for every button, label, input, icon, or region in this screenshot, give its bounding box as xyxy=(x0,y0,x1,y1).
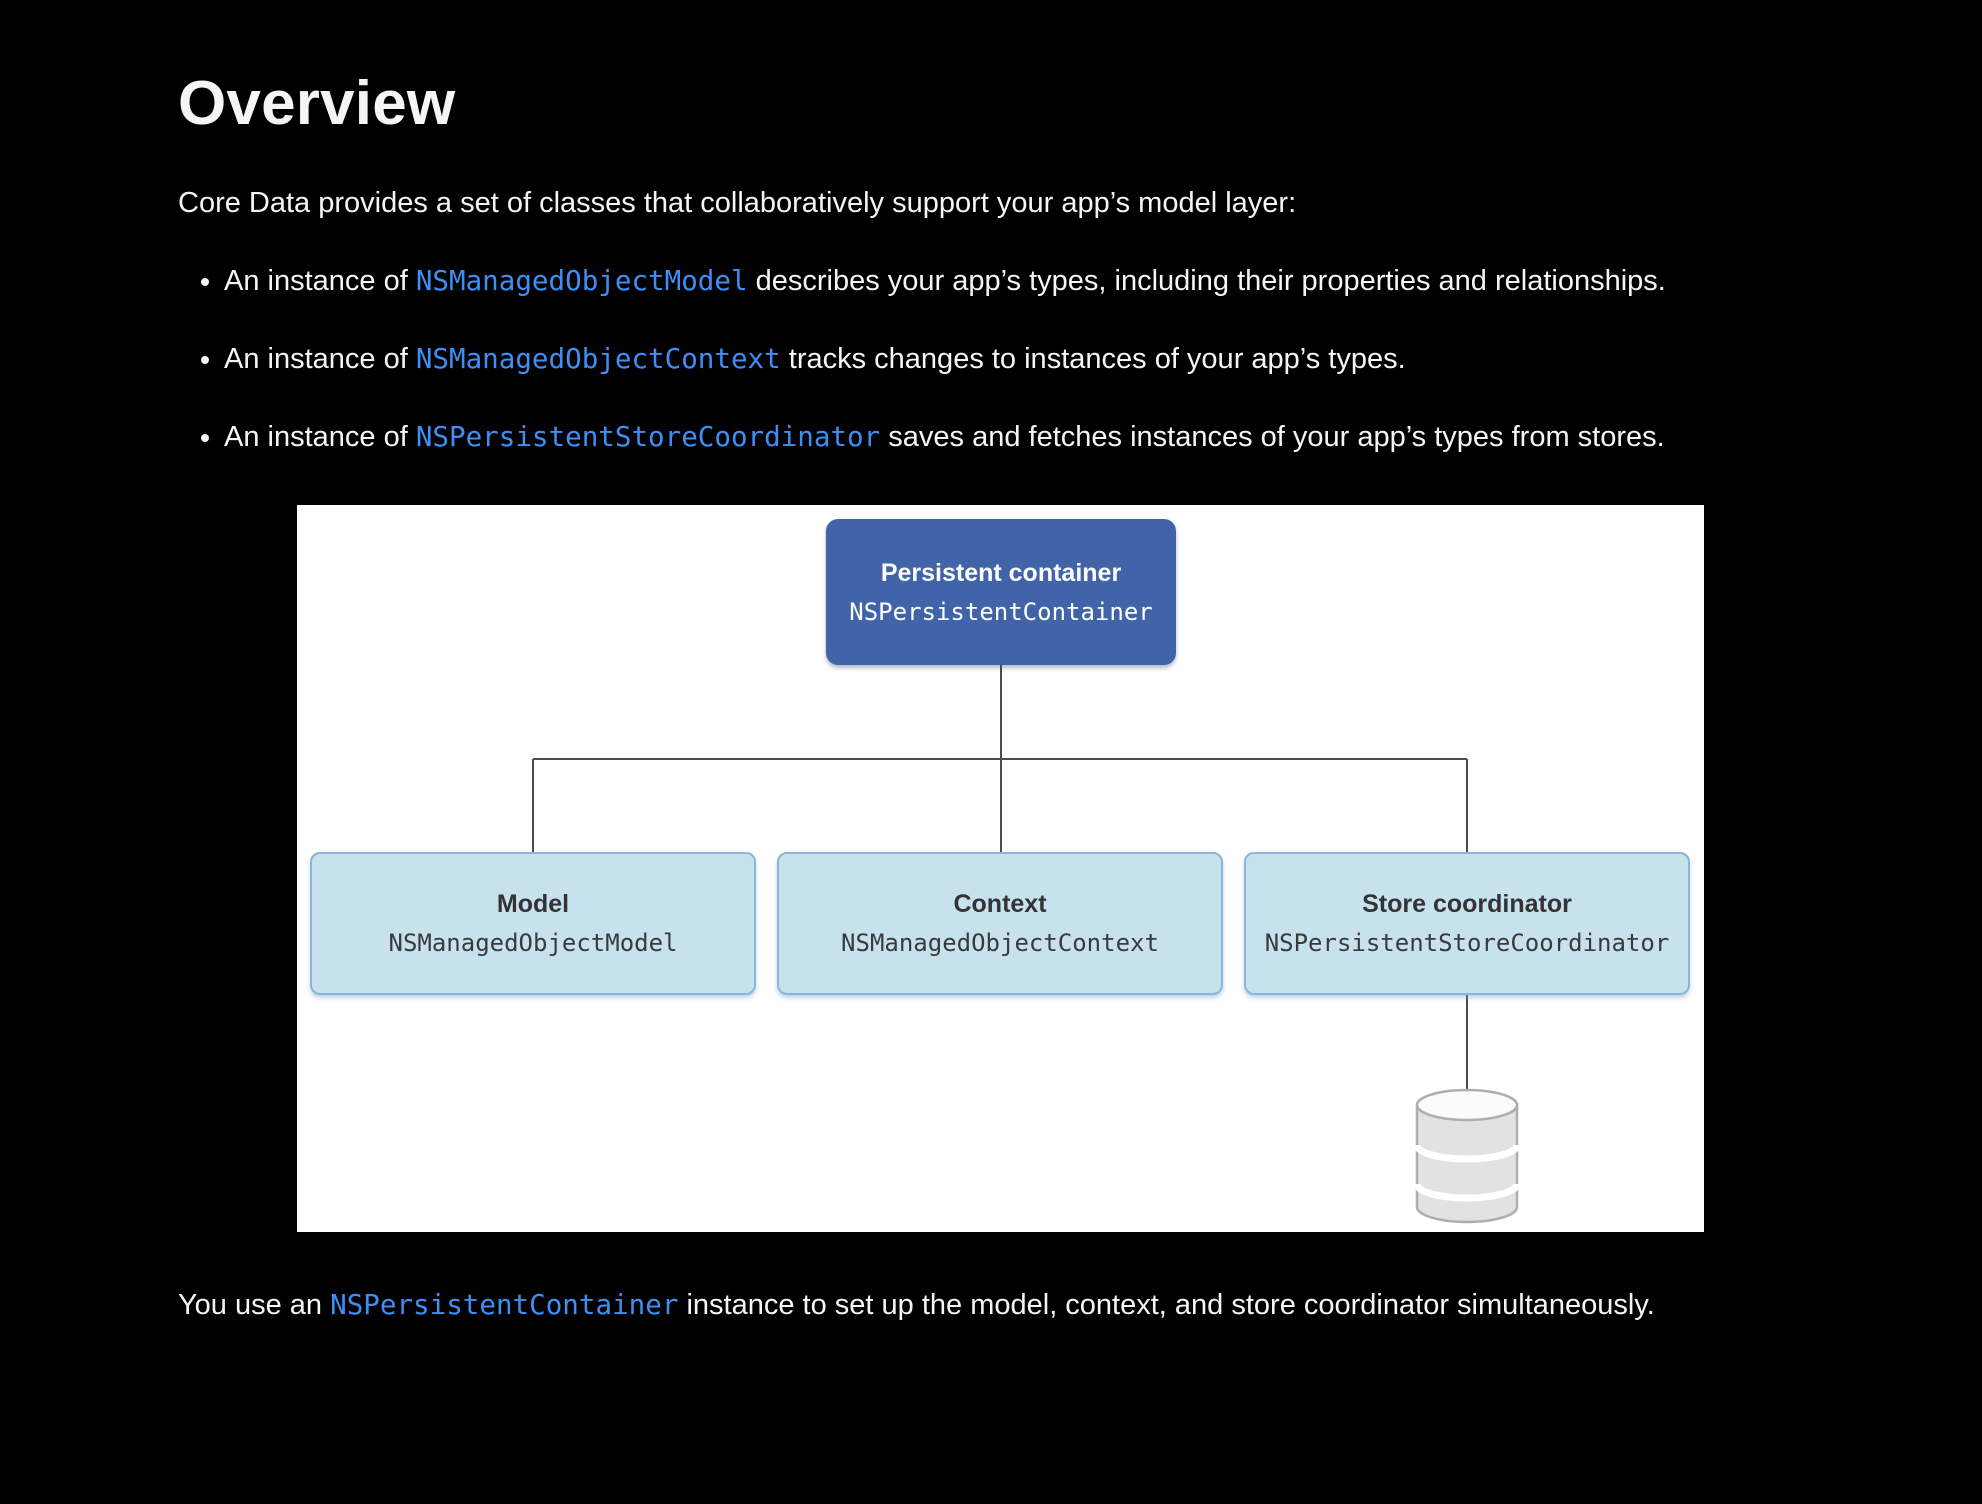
node-title: Model xyxy=(496,890,570,919)
bullet-item-managed-object-model: An instance of NSManagedObjectModel desc… xyxy=(224,256,1806,307)
node-class-name: NSPersistentContainer xyxy=(849,597,1153,626)
code-link-nspersistentcontainer[interactable]: NSPersistentContainer xyxy=(330,1289,679,1322)
node-title: Store coordinator xyxy=(1362,890,1572,919)
code-link-nsmanagedobjectcontext[interactable]: NSManagedObjectContext xyxy=(415,343,781,376)
diagram-node-store-coordinator: Store coordinator NSPersistentStoreCoord… xyxy=(1244,852,1690,996)
outro-paragraph: You use an NSPersistentContainer instanc… xyxy=(178,1280,1806,1331)
bullet-text: An instance of xyxy=(224,265,416,298)
bullet-item-managed-object-context: An instance of NSManagedObjectContext tr… xyxy=(224,334,1806,385)
node-title: Persistent container xyxy=(880,558,1122,587)
intro-paragraph: Core Data provides a set of classes that… xyxy=(178,187,1297,220)
node-class-name: NSManagedObjectContext xyxy=(841,929,1159,958)
bullet-text: describes your app’s types, including th… xyxy=(747,265,1666,298)
bullet-item-persistent-store-coordinator: An instance of NSPersistentStoreCoordina… xyxy=(224,412,1806,463)
code-link-nsmanagedobjectmodel[interactable]: NSManagedObjectModel xyxy=(415,265,748,298)
outro-text: You use an xyxy=(178,1289,331,1322)
node-class-name: NSPersistentStoreCoordinator xyxy=(1264,929,1670,958)
node-class-name: NSManagedObjectModel xyxy=(388,929,678,958)
diagram-node-context: Context NSManagedObjectContext xyxy=(777,852,1223,996)
database-cylinder-icon xyxy=(1413,1088,1521,1224)
section-title: Overview xyxy=(178,69,456,138)
diagram-connectors-and-store xyxy=(532,665,1521,1224)
connector-lines xyxy=(532,665,1468,1092)
node-title: Context xyxy=(953,890,1047,919)
bullet-text: tracks changes to instances of your app’… xyxy=(780,343,1406,376)
outro-text: instance to set up the model, context, a… xyxy=(678,1289,1655,1322)
bullet-text: An instance of xyxy=(224,343,416,376)
overview-section: Overview Core Data provides a set of cla… xyxy=(178,69,1806,463)
bullet-text: saves and fetches instances of your app’… xyxy=(880,421,1665,454)
bullet-list: An instance of NSManagedObjectModel desc… xyxy=(178,256,1806,463)
diagram-node-persistent-container: Persistent container NSPersistentContain… xyxy=(826,519,1176,666)
outro-section: You use an NSPersistentContainer instanc… xyxy=(178,1280,1806,1331)
bullet-text: An instance of xyxy=(224,421,416,454)
diagram-node-model: Model NSManagedObjectModel xyxy=(310,852,756,996)
code-link-nspersistentstorecoordinator[interactable]: NSPersistentStoreCoordinator xyxy=(415,421,881,454)
documentation-page: Overview Core Data provides a set of cla… xyxy=(0,0,1982,1331)
core-data-stack-diagram: Persistent container NSPersistentContain… xyxy=(297,505,1704,1233)
